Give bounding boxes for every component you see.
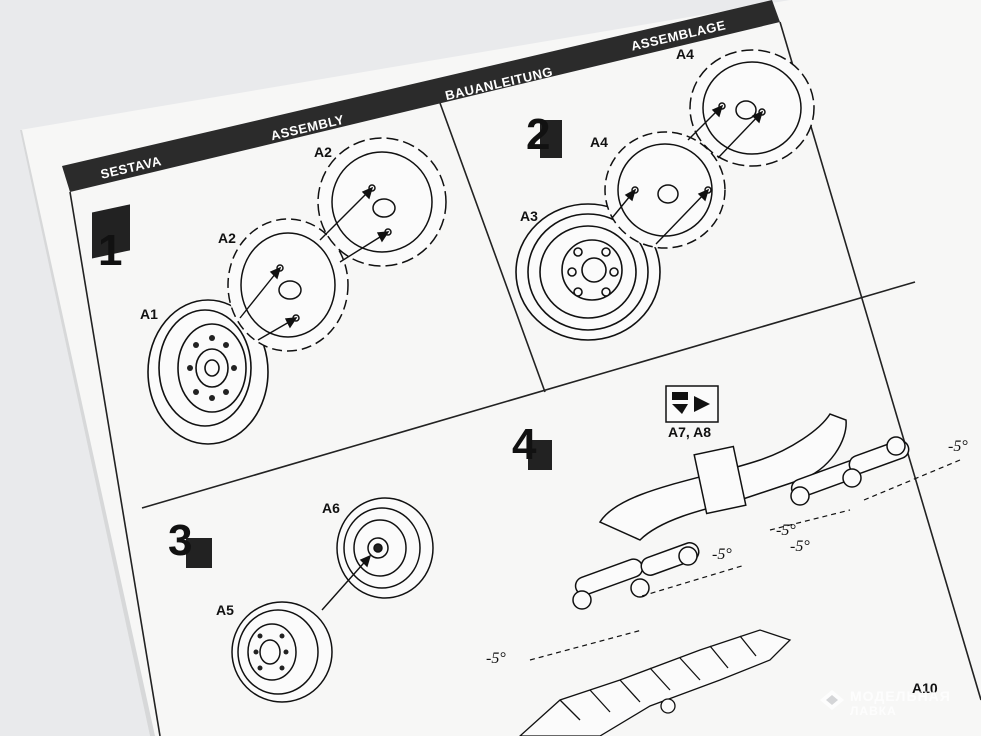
angle-label-5: -5° (486, 650, 506, 667)
track-link-icon (519, 629, 792, 736)
watermark-line2: ЛАВКА (850, 704, 897, 718)
angle-guides (529, 459, 961, 661)
sprocket-a2-right (317, 137, 447, 267)
angle-label-3: -5° (790, 538, 810, 555)
part-label-a3: A3 (520, 208, 538, 224)
part-label-a1: A1 (140, 306, 158, 322)
road-wheel-a3 (515, 203, 661, 341)
step3-badge (186, 538, 212, 568)
sprocket-a4-right (689, 49, 815, 167)
step3-arrow (321, 554, 372, 611)
step4-number: 4 (512, 420, 537, 469)
part-label-a4-left: A4 (590, 134, 608, 150)
angle-label-1: -5° (948, 438, 968, 455)
cement-glue-icon (665, 385, 719, 423)
step2-badge (540, 120, 562, 158)
header-band (62, 0, 780, 192)
step4-badge (528, 440, 552, 470)
step1-number: 1 (98, 226, 123, 275)
sprocket-a4-left (604, 131, 726, 249)
step1-arrows (239, 186, 390, 341)
part-label-a10: A10 (912, 680, 938, 696)
part-label-a4-right: A4 (676, 46, 694, 62)
angle-label-2: -5° (776, 522, 796, 539)
watermark-logo (820, 690, 844, 710)
part-label-a7-a8: A7, A8 (668, 424, 712, 440)
suspension-arm-assembly (572, 413, 910, 610)
road-wheel-a5 (231, 601, 333, 703)
part-label-a6: A6 (322, 500, 340, 516)
angle-label-4: -5° (712, 546, 732, 563)
watermark-line1: МОДЕЛЬНАЯ (850, 688, 951, 704)
step1-badge (92, 204, 130, 259)
step2-arrows (611, 104, 764, 245)
step3-number: 3 (168, 516, 193, 565)
part-label-a5: A5 (216, 602, 234, 618)
paper-sheet (20, 0, 981, 736)
part-label-a2-left: A2 (218, 230, 236, 246)
step2-number: 2 (526, 110, 551, 159)
panel-frame (69, 21, 981, 736)
part-label-a2-right: A2 (314, 144, 332, 160)
road-wheel-a1 (147, 299, 269, 445)
road-wheel-a6 (336, 497, 434, 599)
